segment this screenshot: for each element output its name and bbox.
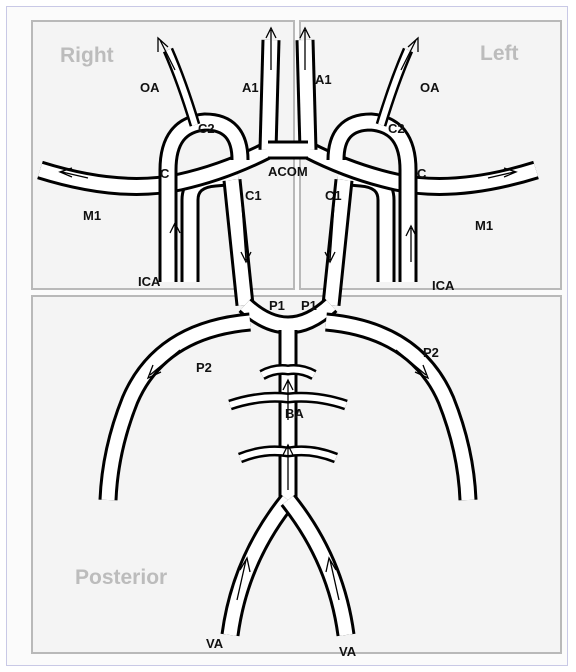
label-c2-right: C2 bbox=[198, 121, 215, 136]
right-ophthalmic-vessel bbox=[168, 50, 195, 125]
label-a1-left: A1 bbox=[315, 72, 332, 87]
label-ba: BA bbox=[285, 406, 304, 421]
right-region-title: Right bbox=[60, 44, 114, 68]
label-va-right: VA bbox=[206, 636, 224, 651]
right-p2-vessel bbox=[108, 322, 250, 500]
label-acom: ACOM bbox=[268, 164, 308, 179]
label-m1-right: M1 bbox=[83, 208, 101, 223]
left-ophthalmic-vessel bbox=[381, 50, 408, 125]
posterior-region-title: Posterior bbox=[75, 566, 167, 590]
left-va-vessel bbox=[288, 500, 346, 635]
label-c1-left: C1 bbox=[325, 188, 342, 203]
label-m1-left: M1 bbox=[475, 218, 493, 233]
label-oa-right: OA bbox=[140, 80, 160, 95]
label-a1-right: A1 bbox=[242, 80, 259, 95]
left-region-title: Left bbox=[480, 42, 519, 66]
label-oa-left: OA bbox=[420, 80, 440, 95]
label-ica-right: ICA bbox=[138, 274, 161, 289]
label-c2-left: C2 bbox=[388, 121, 405, 136]
label-p2-right: P2 bbox=[196, 360, 212, 375]
right-va-vessel bbox=[230, 500, 288, 635]
left-p2-vessel bbox=[326, 322, 468, 500]
right-posterior-communicating-vessel bbox=[232, 180, 245, 305]
label-ica-left: ICA bbox=[432, 278, 455, 293]
label-p2-left: P2 bbox=[423, 345, 439, 360]
p1-arc-vessel bbox=[245, 305, 331, 325]
label-c-left: C bbox=[417, 166, 427, 181]
label-c-right: C bbox=[160, 166, 170, 181]
label-va-left: VA bbox=[339, 644, 357, 659]
label-c1-right: C1 bbox=[245, 188, 262, 203]
label-p1-left: P1 bbox=[301, 298, 317, 313]
label-p1-right: P1 bbox=[269, 298, 285, 313]
